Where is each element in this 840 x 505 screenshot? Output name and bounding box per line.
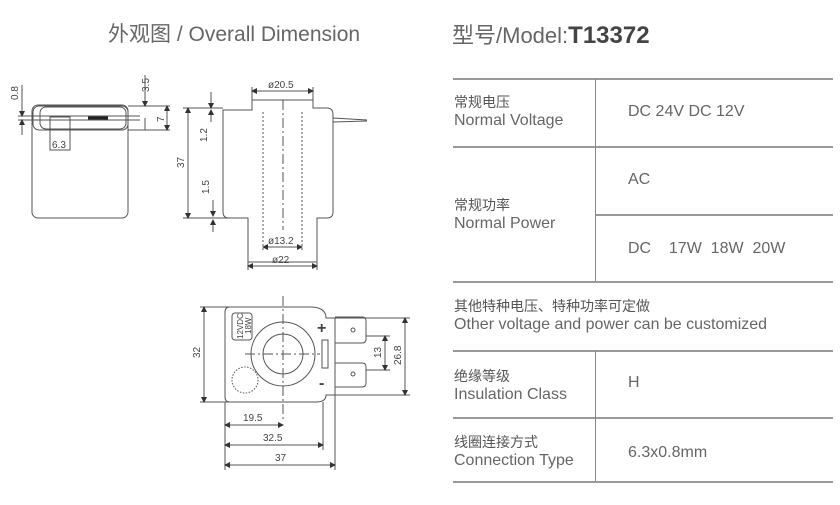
- dim-32: 32: [192, 346, 203, 358]
- dimension-drawing: 0.8 3.5 7 6.3 ø20.5 37 1.2 1.5 ø13.2 ø22…: [10, 75, 410, 470]
- dim-19-5: 19.5: [243, 413, 263, 424]
- column-divider: [595, 78, 596, 281]
- dim-7: 7: [156, 116, 167, 122]
- dim-13: 13: [373, 346, 384, 358]
- table-divider: [453, 417, 833, 419]
- model-title: 型号/Model:T13372: [452, 18, 650, 50]
- spec-value-power-dc: DC 17W 18W 20W: [628, 240, 786, 257]
- spec-value-voltage: DC 24V DC 12V: [628, 103, 745, 120]
- table-divider: [453, 281, 833, 283]
- table-divider: [453, 146, 833, 148]
- label-voltage: 12VDC: [236, 313, 245, 339]
- minus-sign: -: [319, 375, 324, 392]
- table-divider: [453, 481, 833, 483]
- dim-37-width: 37: [275, 453, 287, 464]
- certification-stamp: [231, 366, 259, 394]
- dim-26-8: 26.8: [393, 345, 404, 365]
- dim-dia-13-2: ø13.2: [268, 236, 294, 247]
- spec-value-connection: 6.3x0.8mm: [628, 444, 708, 461]
- spec-value-power-ac: AC: [628, 171, 651, 188]
- table-divider: [453, 350, 833, 352]
- dim-32-5: 32.5: [263, 433, 283, 444]
- dim-0-8: 0.8: [10, 86, 21, 100]
- dim-dia-22: ø22: [272, 255, 290, 266]
- spec-value-insulation: H: [628, 374, 640, 391]
- label-power: 18W: [244, 317, 253, 334]
- table-divider: [595, 214, 833, 216]
- dim-6-3: 6.3: [52, 140, 66, 151]
- model-prefix: 型号/Model:: [452, 23, 569, 48]
- dim-dia-20-5: ø20.5: [268, 80, 294, 91]
- dim-3-5: 3.5: [141, 78, 152, 92]
- drawing-title: 外观图 / Overall Dimension: [108, 23, 361, 46]
- table-divider: [453, 78, 833, 80]
- dim-37-height: 37: [176, 156, 187, 168]
- dim-1-5: 1.5: [201, 180, 212, 194]
- plus-sign: +: [317, 320, 326, 337]
- model-number: T13372: [568, 22, 650, 49]
- dim-1-2: 1.2: [199, 128, 210, 142]
- column-divider: [595, 350, 596, 481]
